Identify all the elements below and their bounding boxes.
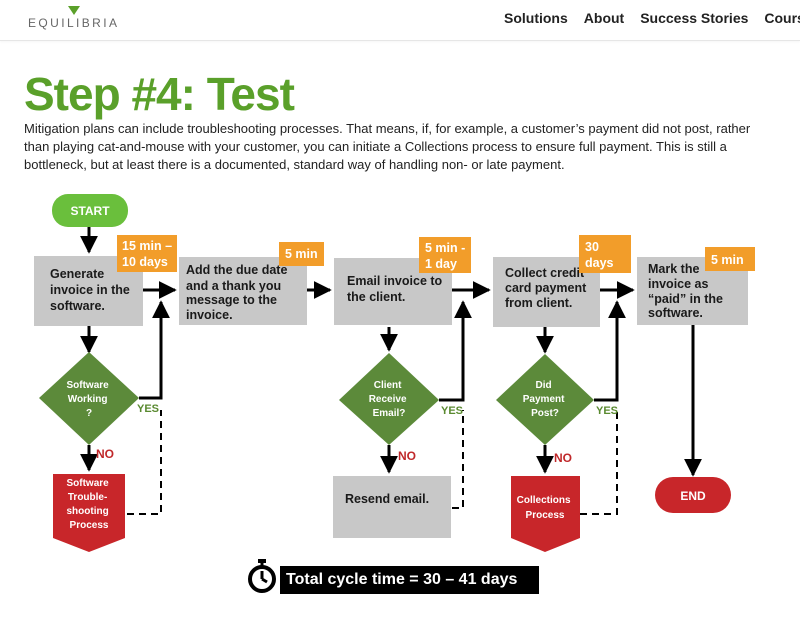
- step-5-line-4: software.: [648, 306, 703, 320]
- svg-text:Did Payment Post?: Did Payment Post?: [523, 380, 567, 419]
- step-1-line-3: software.: [50, 299, 105, 313]
- end-node: END: [655, 477, 731, 513]
- step-3-line-1: Email invoice to: [347, 274, 443, 288]
- subprocess-resend-email: Resend email.: [333, 476, 451, 538]
- nav-link-success-stories[interactable]: Success Stories: [640, 10, 749, 26]
- no-label-3: NO: [554, 451, 572, 465]
- dashed-connectors: [127, 410, 618, 515]
- invoice-flowchart: START Generate invoice in the software. …: [34, 194, 755, 552]
- subprocess-troubleshooting: Software Trouble- shooting Process: [53, 474, 125, 552]
- step-box-collect-payment: Collect credit card payment from client.: [493, 257, 600, 327]
- page-title: Step #4: Test: [24, 68, 295, 120]
- step-2-line-4: invoice.: [186, 308, 233, 322]
- svg-text:Software Trouble-: Software Trouble- shooting Process: [66, 478, 111, 531]
- step-5-line-2: invoice as: [648, 277, 708, 291]
- step-1-line-1: Generate: [50, 267, 104, 281]
- step-4-line-1: Collect credit: [505, 266, 585, 280]
- decision-client-receive-email: Client Receive Email?: [339, 353, 439, 445]
- no-label-2: NO: [398, 449, 416, 463]
- step-4-line-3: from client.: [505, 296, 572, 310]
- svg-text:Mark the invoice as: Mark the invoice as “paid” in the softwa…: [648, 262, 726, 320]
- svg-text:5 min -1 day: 5 min -1 day: [425, 241, 465, 271]
- subprocess-collections: Collections Process: [511, 476, 580, 552]
- svg-text:Software Working ?: Software Working ?: [66, 380, 111, 419]
- svg-text:Generate invoice in the: Generate invoice in the software.: [50, 267, 133, 313]
- nav-link-about[interactable]: About: [583, 10, 625, 26]
- solid-connectors: [80, 226, 702, 477]
- yes-label-1: YES: [137, 403, 159, 415]
- nav-link-course[interactable]: Course: [764, 10, 800, 26]
- svg-text:Add the due date and a t: Add the due date and a thank you message…: [186, 263, 291, 322]
- svg-text:15 min –10 days: 15 min –10 days: [122, 239, 172, 269]
- start-label: START: [70, 204, 110, 218]
- step-box-add-due-date: Add the due date and a thank you message…: [179, 257, 307, 325]
- svg-text:Collect credit card paym: Collect credit card payment from client.: [505, 266, 590, 310]
- step-4-line-2: card payment: [505, 281, 587, 295]
- equilibria-logo[interactable]: EQUILIBRIA: [28, 6, 128, 36]
- svg-text:5 min: 5 min: [285, 247, 318, 261]
- time-badge-step-2: 5 min: [279, 242, 324, 266]
- yes-label-2: YES: [441, 405, 463, 417]
- start-node: START: [52, 194, 128, 227]
- logo-triangle-icon: [68, 6, 80, 15]
- step-3-line-2: the client.: [347, 290, 405, 304]
- decision-software-working: Software Working ?: [39, 352, 139, 445]
- step-2-line-3: message to the: [186, 293, 277, 307]
- step-2-line-2: and a thank you: [186, 279, 281, 293]
- no-label-1: NO: [96, 447, 114, 461]
- step-5-line-1: Mark the: [648, 262, 699, 276]
- svg-text:Client Receive Ema: Client Receive Email?: [369, 380, 410, 419]
- time-badge-step-5: 5 min: [705, 247, 755, 271]
- svg-text:Collections Process: Collections Process: [517, 495, 574, 521]
- top-navigation-bar: EQUILIBRIA Solutions About Success Stories…: [0, 0, 800, 41]
- time-badge-step-1: 15 min –10 days: [117, 235, 177, 272]
- time-badge-step-3: 5 min -1 day: [419, 237, 471, 273]
- svg-text:5 min: 5 min: [711, 253, 744, 267]
- nav-link-solutions[interactable]: Solutions: [504, 10, 568, 26]
- main-nav: Solutions About Success Stories Course: [504, 10, 800, 28]
- end-label: END: [680, 489, 706, 503]
- step-2-line-1: Add the due date: [186, 263, 287, 277]
- intro-paragraph: Mitigation plans can include troubleshoo…: [24, 121, 751, 172]
- svg-text:Email invoice to the cli: Email invoice to the client.: [347, 274, 446, 304]
- stopwatch-icon: [248, 559, 276, 593]
- yes-label-3: YES: [596, 405, 618, 417]
- decision-payment-post: Did Payment Post?: [496, 354, 594, 445]
- step-5-line-3: “paid” in the: [648, 292, 723, 306]
- step-1-line-2: invoice in the: [50, 283, 130, 297]
- svg-text:Resend email.: Resend email.: [345, 492, 429, 506]
- logo-text: EQUILIBRIA: [28, 16, 120, 30]
- cycle-time-label: Total cycle time = 30 – 41 days: [280, 566, 540, 594]
